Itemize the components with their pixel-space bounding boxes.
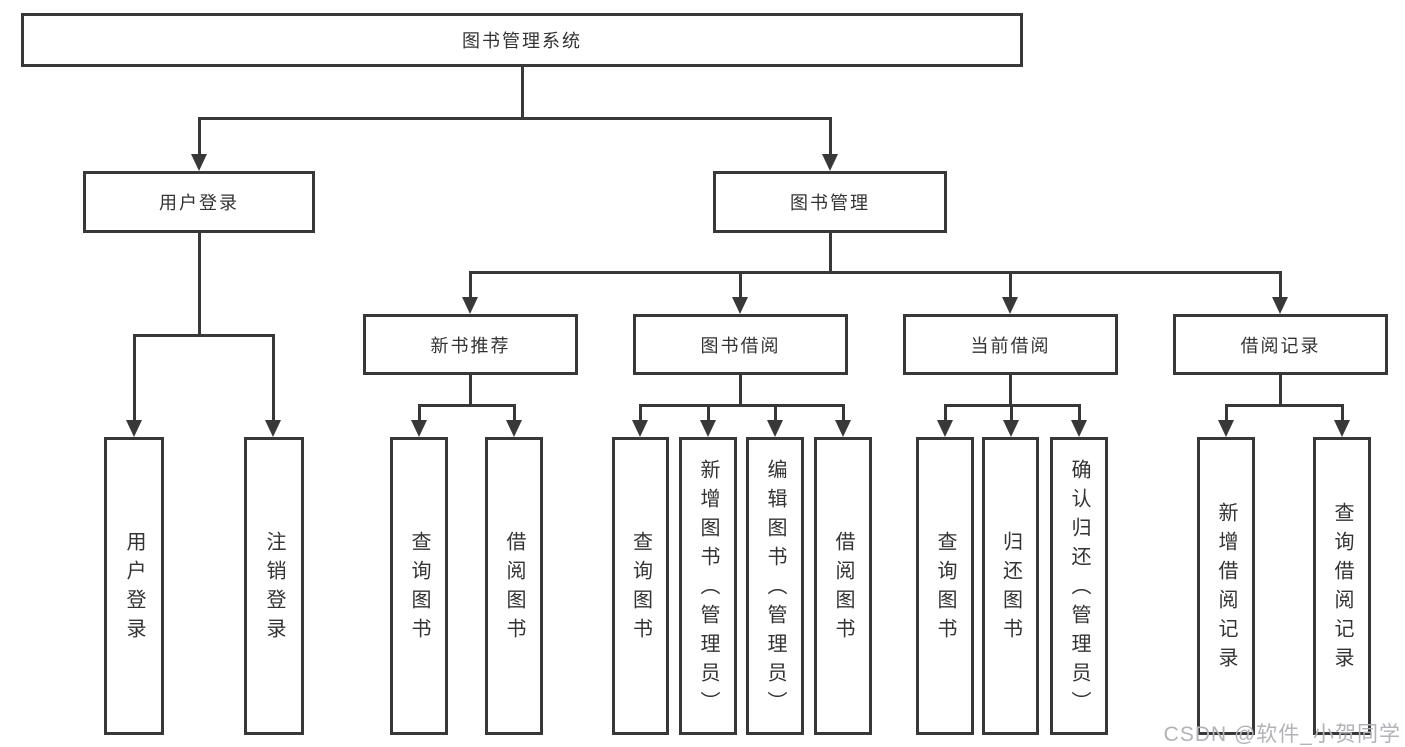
arrowhead-down: [1272, 297, 1288, 314]
node-current-borrow-label: 当前借阅: [970, 335, 1051, 356]
leaf-borrow-books-recommend-label: 借阅图书: [503, 531, 525, 647]
connector-hline: [418, 404, 516, 407]
leaf-add-books-admin: 新增图书（管理员）: [679, 437, 737, 735]
arrowhead-down: [732, 297, 748, 314]
connector-vline: [1341, 404, 1344, 422]
connector-hline: [198, 117, 832, 120]
node-root-label: 图书管理系统: [462, 31, 582, 51]
connector-vline: [513, 404, 516, 422]
connector-vline: [1279, 271, 1282, 300]
leaf-add-borrow-record: 新增借阅记录: [1197, 437, 1255, 735]
connector-vline: [774, 404, 777, 422]
leaf-user-login: 用户登录: [104, 437, 164, 735]
connector-vline: [739, 375, 742, 407]
leaf-confirm-return-admin-label: 确认归还（管理员）: [1068, 458, 1090, 720]
connector-hline: [469, 271, 1282, 274]
connector-vline: [639, 404, 642, 422]
connector-vline: [1279, 375, 1282, 407]
leaf-logout: 注销登录: [244, 437, 304, 735]
connector-vline: [272, 334, 275, 422]
leaf-edit-books-admin: 编辑图书（管理员）: [746, 437, 804, 735]
leaf-query-borrow-record-label: 查询借阅记录: [1331, 502, 1353, 676]
node-user-login: 用户登录: [83, 171, 315, 233]
connector-vline: [707, 404, 710, 422]
connector-vline: [829, 233, 832, 273]
arrowhead-down: [1002, 297, 1018, 314]
node-root: 图书管理系统: [21, 13, 1023, 67]
arrowhead-down: [700, 420, 716, 437]
connector-vline: [1009, 271, 1012, 300]
connector-vline: [469, 375, 472, 407]
node-book-borrow-label: 图书借阅: [700, 335, 781, 356]
arrowhead-down: [822, 154, 838, 171]
node-new-book-recommend: 新书推荐: [363, 314, 578, 375]
leaf-borrow-books-recommend: 借阅图书: [485, 437, 543, 735]
leaf-add-borrow-record-label: 新增借阅记录: [1215, 502, 1237, 676]
connector-vline: [842, 404, 845, 422]
connector-vline: [1009, 375, 1012, 407]
arrowhead-down: [265, 420, 281, 437]
connector-vline: [469, 271, 472, 300]
arrowhead-down: [1218, 420, 1234, 437]
arrowhead-down: [462, 297, 478, 314]
leaf-query-books-recommend: 查询图书: [390, 437, 448, 735]
leaf-confirm-return-admin: 确认归还（管理员）: [1050, 437, 1108, 735]
connector-vline: [198, 233, 201, 336]
arrowhead-down: [1334, 420, 1350, 437]
arrowhead-down: [506, 420, 522, 437]
connector-vline: [198, 117, 201, 157]
arrowhead-down: [1071, 420, 1087, 437]
node-user-login-label: 用户登录: [159, 193, 239, 213]
connector-vline: [1078, 404, 1081, 422]
node-borrow-records-label: 借阅记录: [1240, 335, 1321, 356]
leaf-borrow-books: 借阅图书: [814, 437, 872, 735]
node-book-management: 图书管理: [713, 171, 947, 233]
node-book-management-label: 图书管理: [790, 193, 870, 213]
connector-vline: [521, 67, 524, 119]
connector-vline: [133, 334, 136, 422]
leaf-add-books-admin-label: 新增图书（管理员）: [697, 458, 719, 720]
leaf-edit-books-admin-label: 编辑图书（管理员）: [764, 458, 786, 720]
connector-vline: [418, 404, 421, 422]
arrowhead-down: [191, 154, 207, 171]
node-new-book-recommend-label: 新书推荐: [430, 335, 511, 356]
connector-vline: [1010, 404, 1013, 422]
connector-vline: [944, 404, 947, 422]
leaf-query-books-borrow: 查询图书: [612, 437, 669, 735]
leaf-borrow-books-label: 借阅图书: [832, 531, 854, 647]
connector-hline: [639, 404, 845, 407]
leaf-query-books-current: 查询图书: [916, 437, 974, 735]
leaf-query-books-borrow-label: 查询图书: [629, 531, 652, 647]
arrowhead-down: [937, 420, 953, 437]
connector-vline: [829, 117, 832, 157]
leaf-return-books-label: 归还图书: [999, 531, 1022, 647]
leaf-query-books-current-label: 查询图书: [934, 531, 956, 647]
leaf-logout-label: 注销登录: [263, 531, 285, 647]
arrowhead-down: [126, 420, 142, 437]
connector-hline: [1225, 404, 1343, 407]
node-borrow-records: 借阅记录: [1173, 314, 1388, 375]
node-book-borrow: 图书借阅: [633, 314, 848, 375]
leaf-query-books-recommend-label: 查询图书: [408, 531, 430, 647]
arrowhead-down: [835, 420, 851, 437]
arrowhead-down: [632, 420, 648, 437]
csdn-watermark: CSDN @软件_小贺同学: [1163, 723, 1401, 746]
arrowhead-down: [411, 420, 427, 437]
node-current-borrow: 当前借阅: [903, 314, 1118, 375]
connector-vline: [1225, 404, 1228, 422]
connector-vline: [739, 271, 742, 300]
leaf-query-borrow-record: 查询借阅记录: [1313, 437, 1371, 735]
leaf-user-login-label: 用户登录: [123, 531, 145, 647]
leaf-return-books: 归还图书: [982, 437, 1039, 735]
arrowhead-down: [767, 420, 783, 437]
connector-hline: [133, 334, 275, 337]
arrowhead-down: [1003, 420, 1019, 437]
